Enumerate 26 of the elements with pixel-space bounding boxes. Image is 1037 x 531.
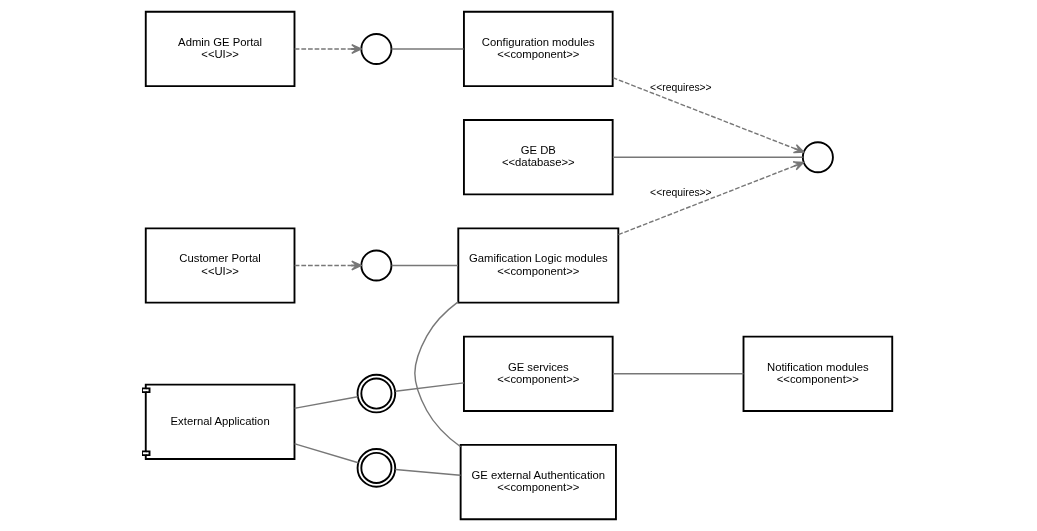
edge-label: <<requires>> (649, 82, 712, 94)
arrow (293, 260, 362, 271)
connector (413, 301, 461, 448)
node-circle (359, 249, 392, 282)
connector (394, 468, 461, 476)
edge-label: <<requires>> (649, 186, 712, 198)
connector (390, 264, 459, 267)
node-box: Admin GE Portal <<UI>> (144, 10, 295, 88)
connector (293, 443, 359, 464)
node-circle (359, 33, 392, 65)
connector (611, 373, 744, 375)
connector (611, 156, 803, 158)
node-box: Notification modules <<component>> (742, 335, 893, 412)
node-box: GE external Authentication <<component>> (459, 443, 617, 521)
node-circle (801, 141, 834, 174)
arrow (611, 77, 804, 154)
arrow (617, 161, 804, 236)
connector (394, 382, 465, 392)
node-box: Gamification Logic modules <<component>> (456, 227, 619, 304)
node-box: GE DB <<database>> (462, 119, 614, 196)
connector (390, 48, 464, 50)
arrow (293, 44, 362, 54)
connector (293, 396, 358, 409)
node-box: Configuration modules <<component>> (462, 10, 614, 88)
node-box: GE services <<component>> (462, 335, 614, 412)
node-box: Customer Portal <<UI>> (144, 227, 295, 304)
